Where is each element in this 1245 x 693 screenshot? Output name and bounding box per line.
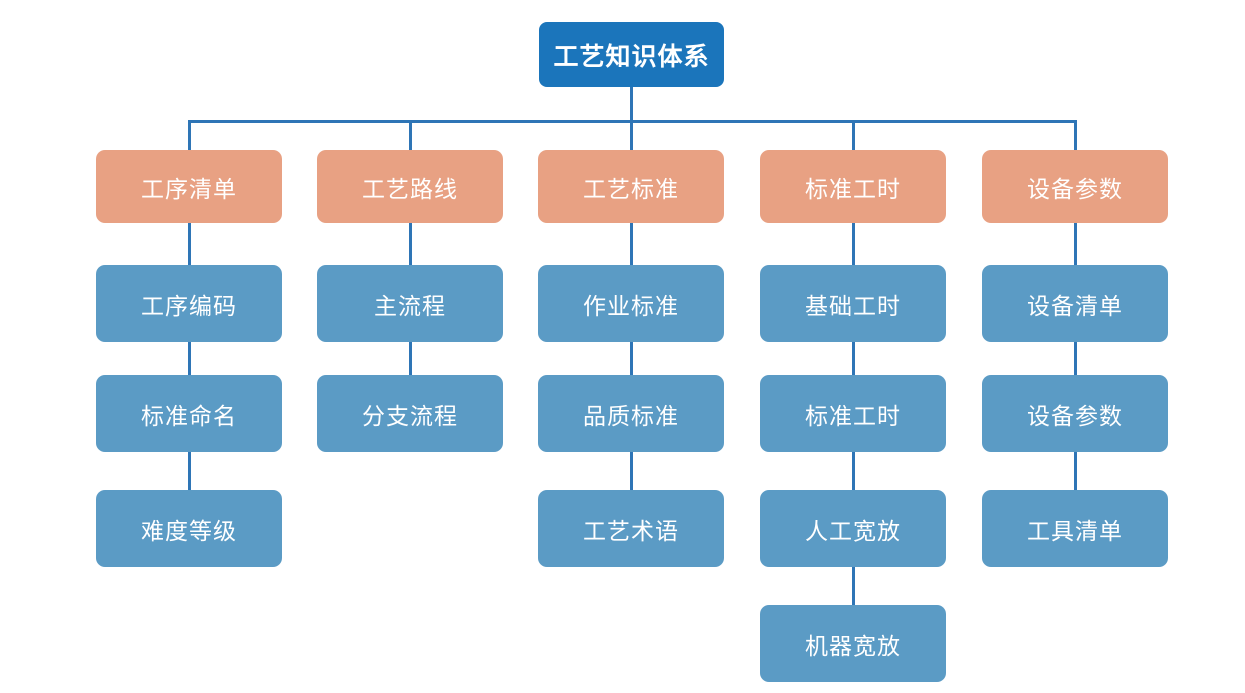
connector-root-stem xyxy=(630,87,633,121)
node-level3-col3-item2[interactable]: 品质标准 xyxy=(538,375,724,452)
connector-col3-link3 xyxy=(629,452,633,490)
node-level3-col1-item1[interactable]: 工序编码 xyxy=(96,265,282,342)
node-level3-col4-item2[interactable]: 标准工时 xyxy=(760,375,946,452)
connector-col3-link1 xyxy=(629,223,633,265)
node-level3-col4-item3[interactable]: 人工宽放 xyxy=(760,490,946,567)
node-root-title[interactable]: 工艺知识体系 xyxy=(539,22,724,87)
connector-col1-link3 xyxy=(187,452,191,490)
node-level3-col4-item4[interactable]: 机器宽放 xyxy=(760,605,946,682)
connector-bus-to-col3 xyxy=(629,121,633,150)
node-level2-col4[interactable]: 标准工时 xyxy=(760,150,946,223)
connector-col4-link1 xyxy=(851,223,855,265)
node-level3-col1-item2[interactable]: 标准命名 xyxy=(96,375,282,452)
node-level2-col2[interactable]: 工艺路线 xyxy=(317,150,503,223)
node-level2-col5[interactable]: 设备参数 xyxy=(982,150,1168,223)
connector-bus-to-col1 xyxy=(187,121,191,150)
connector-col4-link4 xyxy=(851,567,855,605)
node-level3-col3-item1[interactable]: 作业标准 xyxy=(538,265,724,342)
node-level3-col5-item3[interactable]: 工具清单 xyxy=(982,490,1168,567)
connector-col2-link2 xyxy=(408,342,412,375)
node-level3-col1-item3[interactable]: 难度等级 xyxy=(96,490,282,567)
node-level3-col4-item1[interactable]: 基础工时 xyxy=(760,265,946,342)
connector-col2-link1 xyxy=(408,223,412,265)
connector-col5-link3 xyxy=(1073,452,1077,490)
connector-col5-link1 xyxy=(1073,223,1077,265)
connector-col4-link3 xyxy=(851,452,855,490)
node-level3-col5-item2[interactable]: 设备参数 xyxy=(982,375,1168,452)
connector-col1-link1 xyxy=(187,223,191,265)
node-level3-col3-item3[interactable]: 工艺术语 xyxy=(538,490,724,567)
connector-col5-link2 xyxy=(1073,342,1077,375)
node-level2-col3[interactable]: 工艺标准 xyxy=(538,150,724,223)
connector-bus-to-col4 xyxy=(851,121,855,150)
node-level3-col5-item1[interactable]: 设备清单 xyxy=(982,265,1168,342)
node-level3-col2-item1[interactable]: 主流程 xyxy=(317,265,503,342)
connector-col1-link2 xyxy=(187,342,191,375)
connector-col3-link2 xyxy=(629,342,633,375)
connector-col4-link2 xyxy=(851,342,855,375)
node-level3-col2-item2[interactable]: 分支流程 xyxy=(317,375,503,452)
connector-bus-to-col5 xyxy=(1073,121,1077,150)
connector-bus-to-col2 xyxy=(408,121,412,150)
node-level2-col1[interactable]: 工序清单 xyxy=(96,150,282,223)
